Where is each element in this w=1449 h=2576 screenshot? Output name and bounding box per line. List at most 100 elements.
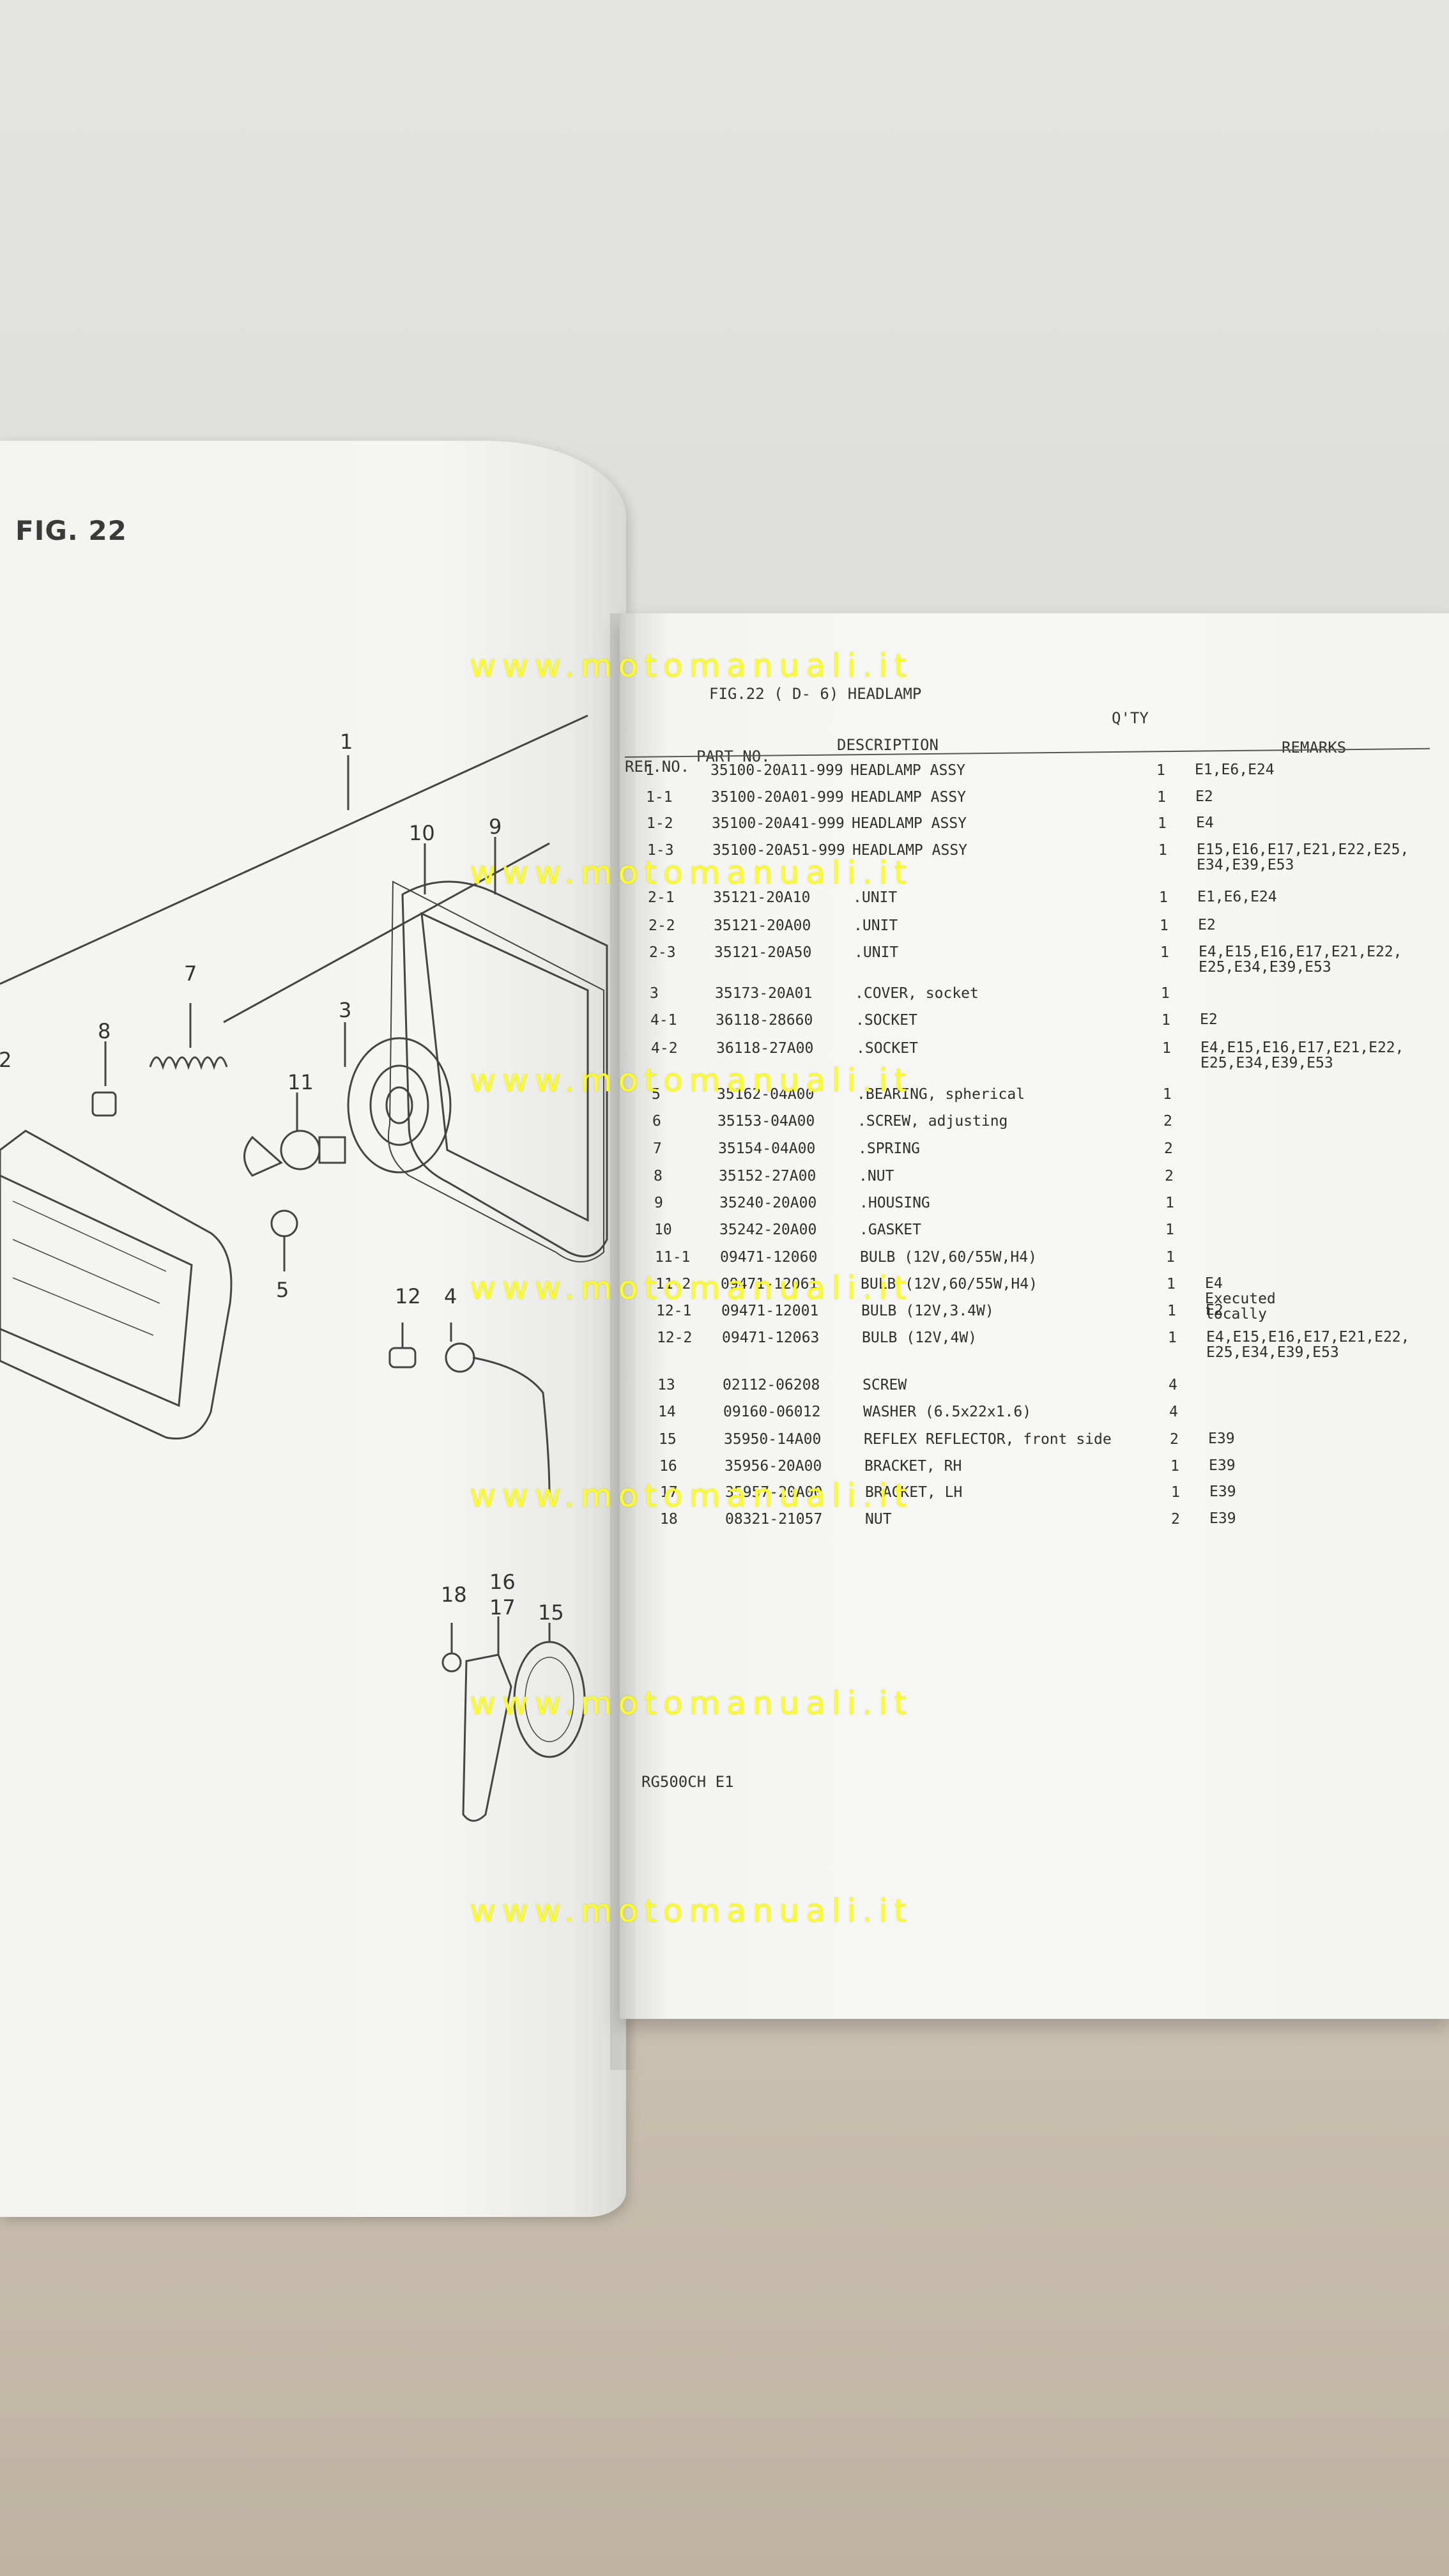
parts-list-heading: FIG.22 ( D- 6) HEADLAMP bbox=[709, 685, 922, 703]
callout-labels: 1 3 4 5 7 8 9 10 11 12 15 16 17 18 2 1 bbox=[0, 730, 564, 1625]
qty-cell: 1 bbox=[1163, 1086, 1172, 1103]
description-cell: BULB (12V,4W) bbox=[862, 1330, 977, 1346]
small-bulb bbox=[388, 1347, 417, 1368]
ref-no-cell: 4-1 bbox=[650, 1012, 677, 1029]
description-cell: BULB (12V,60/55W,H4) bbox=[860, 1249, 1037, 1266]
callout-label: 7 bbox=[184, 962, 197, 986]
ref-no-cell: 12-1 bbox=[656, 1303, 692, 1319]
ref-no-cell: 18 bbox=[660, 1511, 678, 1528]
callout-label: 9 bbox=[489, 815, 502, 839]
ref-no-cell: 1 bbox=[645, 762, 654, 779]
remarks-cell: E39 bbox=[1209, 1510, 1236, 1527]
part-no-cell: 09471-12061 bbox=[721, 1276, 818, 1292]
description-cell: .UNIT bbox=[853, 889, 898, 906]
ref-no-cell: 10 bbox=[654, 1222, 672, 1238]
ref-no-cell: 11-2 bbox=[656, 1276, 691, 1292]
qty-cell: 1 bbox=[1165, 1195, 1174, 1211]
callout-label: 8 bbox=[98, 1019, 111, 1043]
description-cell: BRACKET, LH bbox=[865, 1484, 963, 1501]
part-no-cell: 08321-21057 bbox=[725, 1511, 823, 1528]
qty-cell: 1 bbox=[1170, 1458, 1179, 1475]
ref-no-cell: 1-1 bbox=[646, 789, 673, 806]
ref-no-cell: 7 bbox=[653, 1140, 662, 1157]
callout-label: 16 bbox=[489, 1570, 516, 1594]
ref-no-cell: 8 bbox=[654, 1168, 663, 1184]
ref-no-cell: 2-3 bbox=[649, 944, 676, 961]
part-no-cell: 02112-06208 bbox=[723, 1377, 820, 1393]
description-cell: .SOCKET bbox=[856, 1040, 918, 1057]
description-cell: REFLEX REFLECTOR, front side bbox=[864, 1431, 1112, 1448]
column-ref: REF.NO. bbox=[625, 758, 690, 776]
watermark: www.motomanuali.it bbox=[470, 647, 914, 684]
qty-cell: 1 bbox=[1168, 1330, 1177, 1346]
qty-cell: 2 bbox=[1164, 1140, 1173, 1157]
small-socket bbox=[445, 1342, 475, 1373]
qty-cell: 1 bbox=[1162, 1040, 1171, 1057]
ref-no-cell: 12-2 bbox=[657, 1330, 693, 1346]
description-cell: SCREW bbox=[862, 1377, 907, 1393]
part-no-cell: 36118-28660 bbox=[716, 1012, 813, 1029]
remarks-cell: E4 bbox=[1196, 815, 1214, 831]
housing bbox=[401, 880, 608, 1258]
ref-no-cell: 6 bbox=[652, 1113, 661, 1130]
socket-cover bbox=[347, 1037, 452, 1174]
qty-cell: 1 bbox=[1160, 944, 1169, 961]
part-no-cell: 35152-27A00 bbox=[719, 1168, 816, 1184]
part-no-cell: 09160-06012 bbox=[723, 1404, 821, 1420]
nut bbox=[91, 1091, 117, 1117]
part-no-cell: 35950-14A00 bbox=[724, 1431, 822, 1448]
remarks-cell: E2 bbox=[1198, 917, 1216, 933]
spring bbox=[149, 1056, 228, 1070]
remarks-cell: E2 bbox=[1195, 788, 1213, 805]
description-cell: BULB (12V,60/55W,H4) bbox=[861, 1276, 1038, 1292]
description-cell: BRACKET, RH bbox=[864, 1458, 962, 1475]
remarks-cell: E39 bbox=[1209, 1483, 1236, 1500]
qty-cell: 4 bbox=[1169, 1377, 1177, 1393]
qty-cell: 1 bbox=[1160, 917, 1169, 934]
part-no-cell: 35121-20A00 bbox=[714, 917, 811, 934]
qty-cell: 1 bbox=[1165, 1222, 1174, 1238]
qty-cell: 2 bbox=[1170, 1431, 1179, 1448]
assembly-guide-line bbox=[0, 714, 588, 985]
qty-cell: 1 bbox=[1167, 1276, 1176, 1292]
watermark: www.motomanuali.it bbox=[470, 854, 914, 891]
part-no-cell: 35121-20A50 bbox=[714, 944, 812, 961]
column-remarks: REMARKS bbox=[1282, 739, 1347, 756]
remarks-cell: E2 bbox=[1200, 1011, 1218, 1028]
qty-cell: 1 bbox=[1158, 842, 1167, 859]
callout-label: 3 bbox=[339, 998, 351, 1022]
description-cell: .BEARING, spherical bbox=[857, 1086, 1025, 1103]
ref-no-cell: 14 bbox=[658, 1404, 676, 1420]
ref-no-cell: 17 bbox=[660, 1484, 678, 1501]
ref-no-cell: 1-3 bbox=[647, 842, 674, 859]
bulb bbox=[280, 1130, 321, 1170]
ref-no-cell: 11-1 bbox=[655, 1249, 691, 1266]
description-cell: HEADLAMP ASSY bbox=[850, 762, 966, 779]
remarks-cell: E2 bbox=[1206, 1302, 1223, 1319]
description-cell: NUT bbox=[865, 1511, 892, 1528]
remarks-cell: E4,E15,E16,E17,E21,E22, E25,E34,E39,E53 bbox=[1200, 1039, 1404, 1071]
ref-no-cell: 9 bbox=[654, 1195, 663, 1211]
description-cell: HEADLAMP ASSY bbox=[852, 815, 967, 832]
description-cell: .SOCKET bbox=[855, 1012, 917, 1029]
qty-cell: 1 bbox=[1166, 1249, 1175, 1266]
ref-no-cell: 16 bbox=[659, 1458, 677, 1475]
gasket bbox=[388, 880, 604, 1262]
remarks-cell: E39 bbox=[1209, 1457, 1236, 1474]
callout-label: 2 bbox=[0, 1048, 12, 1072]
ref-no-cell: 1-2 bbox=[647, 815, 673, 832]
watermark: www.motomanuali.it bbox=[470, 1062, 914, 1099]
part-no-cell: 35242-20A00 bbox=[719, 1222, 817, 1238]
part-no-cell: 35173-20A01 bbox=[715, 985, 813, 1002]
qty-cell: 2 bbox=[1171, 1511, 1180, 1528]
part-no-cell: 35154-04A00 bbox=[718, 1140, 816, 1157]
watermark: www.motomanuali.it bbox=[470, 1269, 914, 1307]
description-cell: .SPRING bbox=[858, 1140, 920, 1157]
qty-cell: 1 bbox=[1171, 1484, 1180, 1501]
callout-label: 4 bbox=[444, 1284, 457, 1308]
column-qty: Q'TY bbox=[1112, 709, 1149, 727]
remarks-cell: E4,E15,E16,E17,E21,E22, E25,E34,E39,E53 bbox=[1199, 944, 1402, 976]
ref-no-cell: 3 bbox=[650, 985, 659, 1002]
qty-cell: 4 bbox=[1169, 1404, 1178, 1420]
remarks-cell: E1,E6,E24 bbox=[1197, 889, 1277, 905]
